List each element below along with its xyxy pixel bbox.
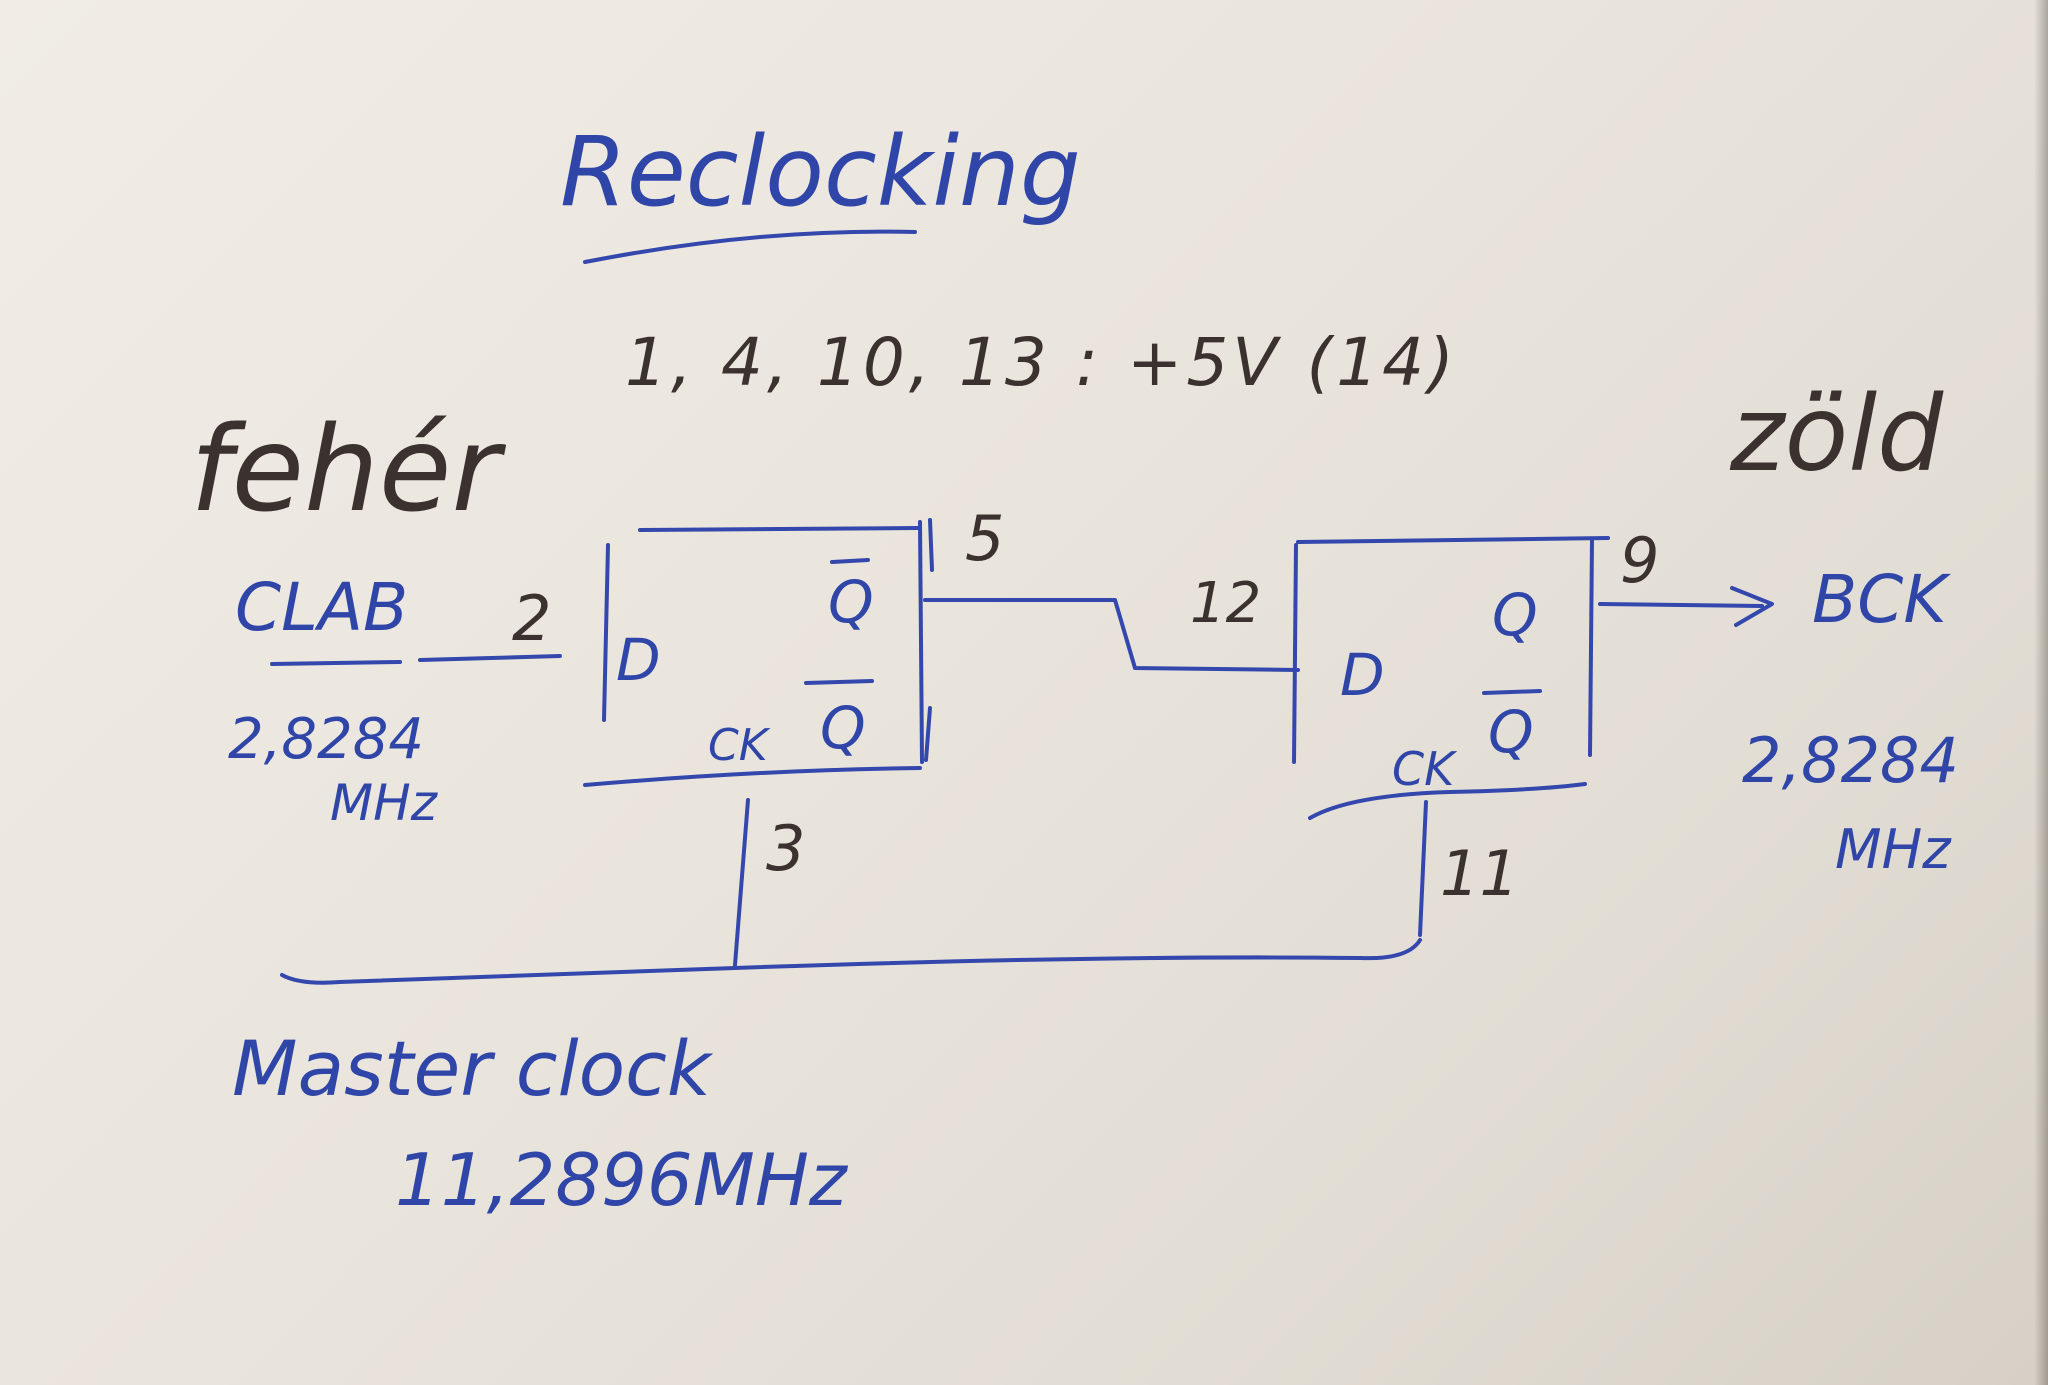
output-arrow-icon: [1730, 586, 1774, 627]
ff1-q-label: Q: [828, 568, 874, 636]
master-clock-frequency: 11,2896MHz: [395, 1138, 849, 1222]
ff1-top-edge: [638, 526, 920, 532]
title: Reclocking: [560, 116, 1081, 228]
ff2-pin-ck: 11: [1440, 837, 1519, 910]
input-signal-label: CLAB: [235, 569, 408, 646]
ff2-q-label: Q: [1492, 581, 1538, 649]
ff2-pin-q: 9: [1620, 524, 1659, 597]
ff1-qbar-label: Q: [820, 694, 866, 762]
left-wire-color-label: fehér: [190, 400, 507, 538]
ff1-d-label: D: [616, 626, 661, 694]
input-unit-label: MHz: [330, 774, 439, 832]
flipflop-1: D Q Q CK: [583, 520, 932, 787]
paper-edge-shadow: [2034, 0, 2048, 1385]
ff1-q-scribble: [830, 558, 870, 564]
input-frequency-label: 2,8284: [228, 707, 424, 772]
ff2-pin-d: 12: [1190, 571, 1261, 636]
power-note: 1, 4, 10, 13 : +5V (14): [625, 324, 1458, 401]
ff2-qbar-label: Q: [1488, 698, 1534, 766]
title-underline: [583, 229, 917, 264]
ff1-right-edge: [918, 520, 924, 764]
right-wire-color-label: zöld: [1729, 373, 1944, 495]
ff2-bottom-edge: [1308, 782, 1587, 820]
ff2-qbar-overline: [1482, 689, 1542, 695]
ff1-q-pin-stub: [928, 518, 934, 572]
ff1-qbar-pin-stub: [924, 706, 932, 762]
ff2-d-label: D: [1340, 641, 1385, 709]
ff1-left-edge: [602, 543, 610, 722]
output-frequency-label: 2,8284: [1742, 724, 1959, 797]
ff2-right-edge: [1588, 538, 1594, 757]
ff1-ck-label: CK: [708, 720, 771, 771]
ff1-pin-q: 5: [965, 502, 1004, 575]
ff1-bottom-edge: [583, 766, 922, 787]
ff2-top-edge: [1296, 536, 1610, 544]
master-clock-bus: [280, 938, 1422, 985]
output-wire: [1598, 602, 1764, 608]
ff2-clock-wire: [1418, 800, 1428, 937]
output-unit-label: MHz: [1835, 818, 1952, 881]
ff2-ck-label: CK: [1392, 742, 1458, 796]
output-signal-label: BCK: [1812, 561, 1951, 638]
ff1-qbar-overline: [804, 679, 874, 685]
ff2-left-edge: [1292, 543, 1298, 764]
input-wire: [418, 654, 562, 662]
input-label-underline: [270, 660, 402, 666]
master-clock-label: Master clock: [232, 1024, 714, 1113]
ff1-clock-wire: [733, 798, 750, 967]
ff1-pin-d: 2: [512, 582, 551, 655]
flipflop-2: D Q Q CK: [1292, 536, 1610, 820]
ff1-pin-ck: 3: [766, 812, 805, 885]
q-to-d-wire: [923, 598, 1300, 672]
